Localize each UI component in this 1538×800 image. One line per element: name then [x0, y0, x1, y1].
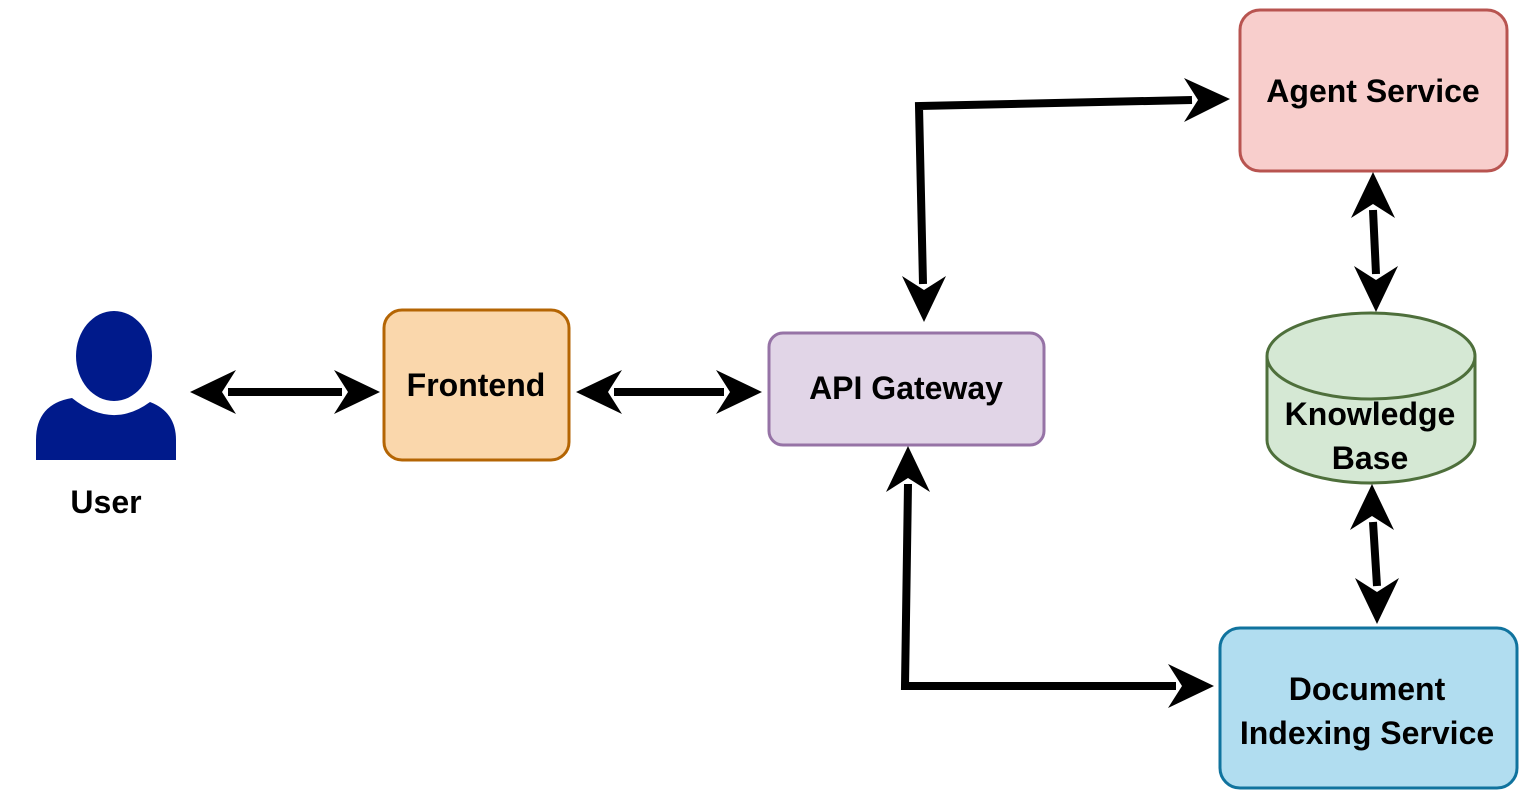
- arrowhead-right: [716, 370, 762, 414]
- user-icon: [36, 311, 176, 460]
- api-gateway-label: API Gateway: [809, 370, 1003, 406]
- arrowhead-down: [902, 276, 946, 322]
- arrowhead-left: [190, 370, 236, 414]
- user-icon-body: [36, 398, 176, 460]
- arrowhead-down: [1354, 266, 1398, 312]
- user-label: User: [70, 484, 141, 520]
- knowledge-base-node[interactable]: Knowledge Base: [1265, 311, 1477, 485]
- agent-service-node[interactable]: Agent Service: [1238, 8, 1509, 173]
- frontend-box: [382, 308, 571, 462]
- arrowhead-up: [886, 446, 930, 492]
- connector-api-gateway-document-indexing: [886, 446, 1214, 708]
- frontend-label: Frontend: [407, 367, 546, 403]
- arrowhead-left: [576, 370, 622, 414]
- arrowhead-right: [1184, 78, 1230, 122]
- arrowhead-right: [334, 370, 380, 414]
- document-indexing-service-box: [1218, 626, 1519, 790]
- api-gateway-node[interactable]: API Gateway: [767, 331, 1046, 447]
- knowledge-base-cylinder-rim: [1265, 355, 1477, 401]
- document-indexing-service-label-line2: Indexing Service: [1240, 715, 1494, 751]
- agent-service-label: Agent Service: [1266, 73, 1479, 109]
- connector-agent-service-knowledge-base: [1351, 172, 1398, 312]
- arrowhead-up: [1351, 172, 1395, 218]
- knowledge-base-label-line1: Knowledge: [1285, 396, 1456, 432]
- user-icon-head: [76, 311, 152, 401]
- knowledge-base-label-line2: Base: [1332, 440, 1409, 476]
- frontend-node[interactable]: Frontend: [382, 308, 571, 462]
- connector-api-gateway-agent-service: [902, 78, 1230, 322]
- document-indexing-service-label-line1: Document: [1289, 671, 1446, 707]
- connector-knowledge-base-document-indexing: [1350, 484, 1399, 624]
- api-gateway-box: [767, 331, 1046, 447]
- connector-user-frontend: [190, 370, 380, 414]
- arrowhead-up: [1350, 484, 1394, 530]
- document-indexing-service-node[interactable]: Document Indexing Service: [1218, 626, 1519, 790]
- arrowhead-right: [1168, 664, 1214, 708]
- connector-frontend-api-gateway: [576, 370, 762, 414]
- arrowhead-down: [1355, 578, 1399, 624]
- user-actor: User: [36, 311, 176, 520]
- agent-service-box: [1238, 8, 1509, 173]
